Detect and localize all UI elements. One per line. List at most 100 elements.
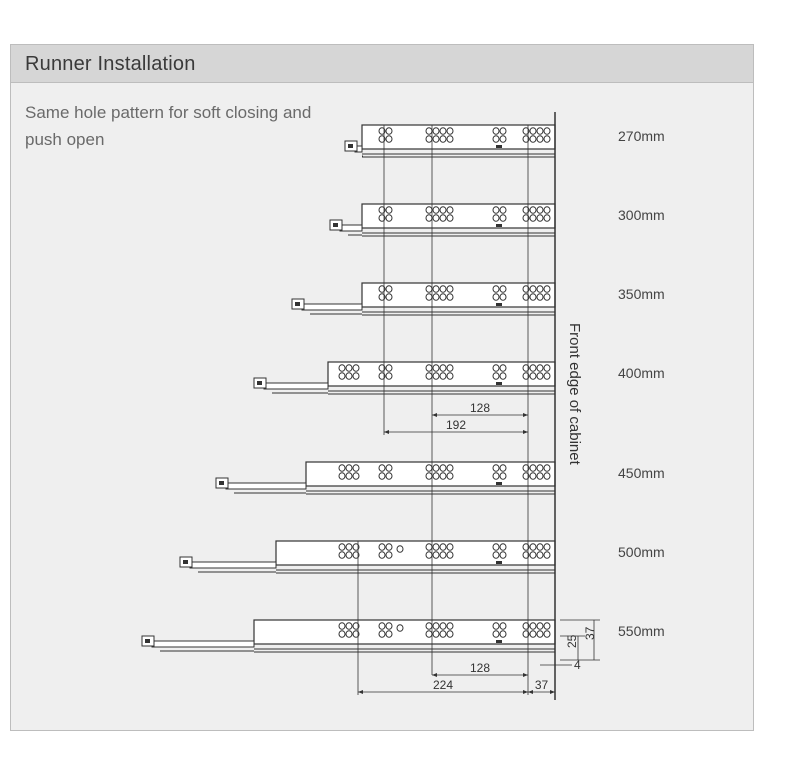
runner-mark xyxy=(496,382,502,385)
runner-slide xyxy=(225,482,307,490)
runners-layer xyxy=(141,124,556,653)
runner-clip-detail xyxy=(295,302,300,306)
mounting-hole xyxy=(439,464,447,472)
subtitle: Same hole pattern for soft closing and p… xyxy=(25,103,312,149)
mounting-hole xyxy=(446,372,454,380)
mounting-hole xyxy=(352,622,360,630)
mounting-hole xyxy=(338,630,346,638)
mounting-hole xyxy=(352,472,360,480)
mounting-hole xyxy=(352,364,360,372)
runner-clip-detail xyxy=(348,144,353,148)
runner-6 xyxy=(179,540,556,574)
runner-slide xyxy=(301,303,363,311)
mounting-hole xyxy=(492,372,500,380)
mounting-hole xyxy=(492,127,500,135)
mounting-hole xyxy=(446,543,454,551)
mounting-hole xyxy=(446,622,454,630)
mounting-hole xyxy=(439,206,447,214)
mounting-hole xyxy=(446,135,454,143)
mounting-hole xyxy=(543,364,551,372)
runner-body xyxy=(361,203,556,229)
mounting-hole xyxy=(352,464,360,472)
mounting-hole xyxy=(499,622,507,630)
mounting-hole xyxy=(345,472,353,480)
mounting-hole xyxy=(522,364,530,372)
mounting-hole xyxy=(446,214,454,222)
mounting-hole xyxy=(536,364,544,372)
runner-size-label: 300mm xyxy=(618,207,665,223)
mounting-hole xyxy=(439,293,447,301)
mounting-hole xyxy=(536,472,544,480)
mounting-hole xyxy=(492,472,500,480)
dim-upper-128-arrow xyxy=(432,413,437,417)
runner-5 xyxy=(215,461,556,495)
runner-mark xyxy=(496,561,502,564)
mounting-hole xyxy=(522,285,530,293)
mounting-hole xyxy=(446,464,454,472)
mounting-hole xyxy=(378,630,386,638)
mounting-hole xyxy=(499,127,507,135)
mounting-hole xyxy=(396,545,404,553)
mounting-hole xyxy=(536,293,544,301)
dim-lower-128-label: 128 xyxy=(470,661,490,675)
mounting-hole xyxy=(378,293,386,301)
runner-size-label: 550mm xyxy=(618,623,665,639)
side-dim-25-label: 25 xyxy=(565,634,579,648)
mounting-hole xyxy=(536,622,544,630)
runner-body xyxy=(275,540,556,566)
side-dim-4-label: 4 xyxy=(574,658,581,672)
runner-body xyxy=(361,124,556,150)
mounting-hole xyxy=(529,285,537,293)
mounting-hole xyxy=(432,364,440,372)
runner-size-label: 350mm xyxy=(618,286,665,302)
mounting-hole xyxy=(345,543,353,551)
mounting-hole xyxy=(439,364,447,372)
runner-body xyxy=(305,461,556,487)
mounting-hole xyxy=(536,127,544,135)
runner-1 xyxy=(344,124,556,158)
runner-mark xyxy=(496,224,502,227)
mounting-hole xyxy=(543,214,551,222)
runner-body xyxy=(361,282,556,308)
mounting-hole xyxy=(385,285,393,293)
mounting-hole xyxy=(385,543,393,551)
mounting-hole xyxy=(345,372,353,380)
mounting-hole xyxy=(543,630,551,638)
mounting-hole xyxy=(432,214,440,222)
runner-size-label: 270mm xyxy=(618,128,665,144)
runner-mark xyxy=(496,640,502,643)
mounting-hole xyxy=(432,127,440,135)
dim-upper-192-arrow xyxy=(384,430,389,434)
mounting-hole xyxy=(492,551,500,559)
mounting-hole xyxy=(432,551,440,559)
mounting-hole xyxy=(522,214,530,222)
mounting-hole xyxy=(439,135,447,143)
dim-upper-192-arrow xyxy=(523,430,528,434)
mounting-hole xyxy=(432,472,440,480)
mounting-hole xyxy=(529,622,537,630)
mounting-hole xyxy=(529,372,537,380)
runner-slide xyxy=(339,224,363,232)
mounting-hole xyxy=(385,472,393,480)
mounting-hole xyxy=(543,206,551,214)
mounting-hole xyxy=(338,464,346,472)
mounting-hole xyxy=(499,214,507,222)
mounting-hole xyxy=(432,206,440,214)
mounting-hole xyxy=(432,372,440,380)
mounting-hole xyxy=(499,464,507,472)
mounting-hole xyxy=(345,364,353,372)
mounting-hole xyxy=(522,543,530,551)
mounting-hole xyxy=(338,551,346,559)
mounting-hole xyxy=(378,206,386,214)
mounting-hole xyxy=(378,214,386,222)
mounting-hole xyxy=(439,543,447,551)
mounting-hole xyxy=(378,127,386,135)
dim-lower-224-arrow xyxy=(523,690,528,694)
mounting-hole xyxy=(499,285,507,293)
mounting-hole xyxy=(345,622,353,630)
mounting-hole xyxy=(499,630,507,638)
runner-size-label: 450mm xyxy=(618,465,665,481)
mounting-hole xyxy=(345,630,353,638)
mounting-hole xyxy=(522,206,530,214)
